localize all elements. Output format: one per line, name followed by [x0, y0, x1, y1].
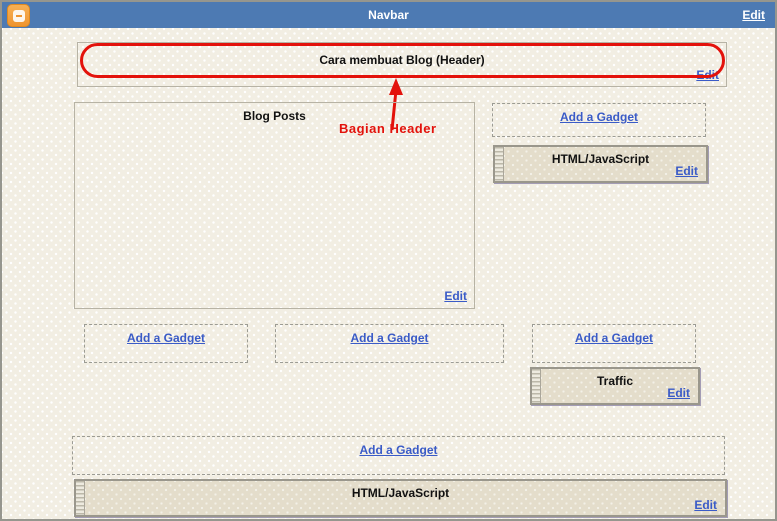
gadget-title: Traffic — [596, 374, 633, 388]
add-gadget-link-left[interactable]: Add a Gadget — [126, 331, 205, 345]
navbar: Navbar Edit — [2, 2, 775, 28]
blogger-logo-icon — [7, 4, 30, 27]
blog-posts-title: Blog Posts — [243, 109, 306, 123]
gadget-edit-link-footer[interactable]: Edit — [694, 498, 717, 512]
add-gadget-link-right[interactable]: Add a Gadget — [574, 331, 653, 345]
header-title: Cara membuat Blog (Header) — [319, 53, 485, 67]
gadget-html-javascript-sidebar: HTML/JavaScript Edit — [493, 145, 708, 183]
blog-posts-edit-link[interactable]: Edit — [444, 289, 467, 303]
add-gadget-box-footer: Add a Gadget — [72, 436, 725, 475]
blog-posts-widget: Blog Posts Edit — [74, 102, 475, 309]
gadget-edit-link-sidebar[interactable]: Edit — [675, 164, 698, 178]
add-gadget-link-footer[interactable]: Add a Gadget — [359, 443, 438, 457]
annotation-label: Bagian Header — [339, 121, 437, 136]
add-gadget-box-sidebar: Add a Gadget — [492, 103, 706, 137]
header-widget: Cara membuat Blog (Header) Edit — [77, 42, 727, 87]
add-gadget-box-right: Add a Gadget — [532, 324, 696, 363]
header-edit-link[interactable]: Edit — [696, 68, 719, 82]
drag-handle[interactable] — [532, 369, 541, 403]
add-gadget-link-sidebar[interactable]: Add a Gadget — [559, 110, 638, 124]
navbar-title: Navbar — [368, 8, 409, 22]
blogger-logo-glyph-bar — [16, 15, 22, 17]
add-gadget-box-left: Add a Gadget — [84, 324, 248, 363]
gadget-html-javascript-footer: HTML/JavaScript Edit — [74, 479, 727, 517]
gadget-title: HTML/JavaScript — [551, 152, 650, 166]
drag-handle[interactable] — [495, 147, 504, 181]
gadget-title: HTML/JavaScript — [351, 486, 450, 500]
add-gadget-link-center[interactable]: Add a Gadget — [350, 331, 429, 345]
add-gadget-box-center: Add a Gadget — [275, 324, 504, 363]
navbar-edit-link[interactable]: Edit — [742, 8, 765, 22]
drag-handle[interactable] — [76, 481, 85, 515]
gadget-edit-link-traffic[interactable]: Edit — [667, 386, 690, 400]
gadget-traffic: Traffic Edit — [530, 367, 700, 405]
